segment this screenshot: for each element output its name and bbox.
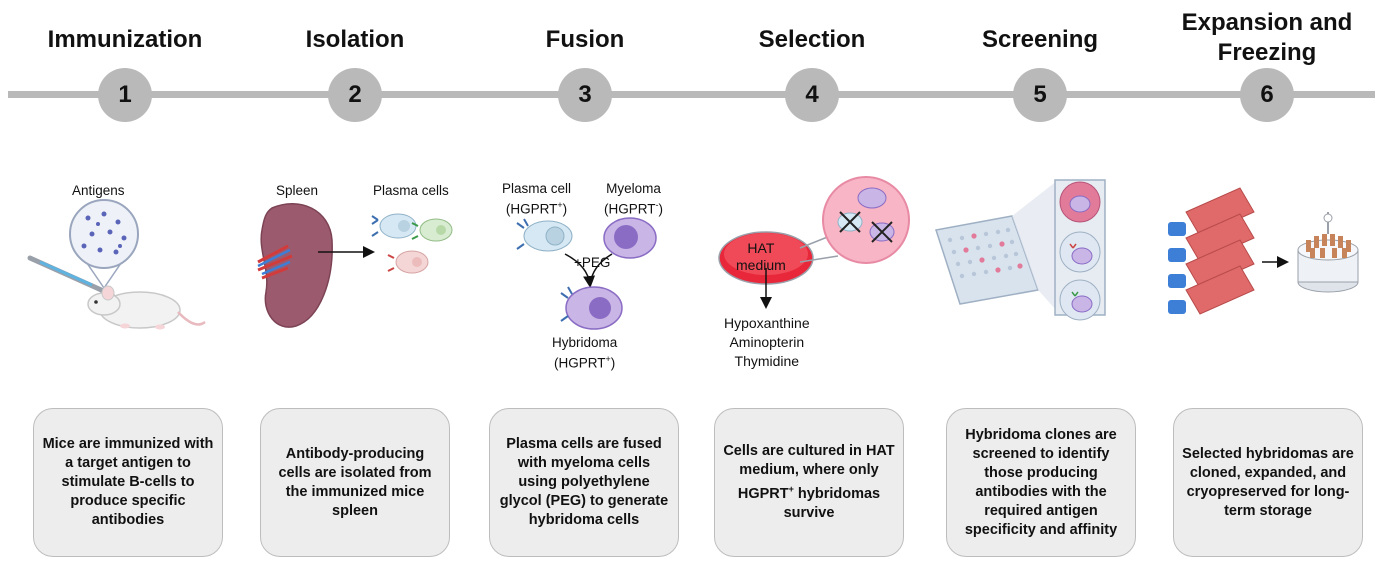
culture-flasks-icon bbox=[1168, 187, 1255, 315]
step-3-number: 3 bbox=[558, 68, 612, 122]
selection-magnified-bubble bbox=[822, 176, 910, 264]
hat-components-list: Hypoxanthine Aminopterin Thymidine bbox=[724, 314, 810, 371]
mouse-icon bbox=[87, 285, 206, 330]
fusion-hybridoma-label: Hybridoma (HGPRT+) bbox=[552, 335, 618, 371]
well-plate-icon bbox=[935, 215, 1039, 305]
step-1-description: Mice are immunized with a target antigen… bbox=[33, 408, 223, 557]
plasma-cells-icon bbox=[371, 213, 453, 274]
fusion-arrow-right bbox=[589, 253, 613, 286]
hat-component-hypoxanthine: Hypoxanthine bbox=[724, 315, 810, 331]
cryo-rack-icon bbox=[1297, 212, 1359, 293]
fusion-arrow-left bbox=[564, 253, 596, 288]
fusion-myeloma-label: Myeloma (HGPRT-) bbox=[604, 181, 664, 217]
peg-label: +PEG bbox=[574, 255, 611, 270]
step-1-title: Immunization bbox=[47, 26, 203, 53]
hat-component-thymidine: Thymidine bbox=[734, 353, 800, 369]
step-1-number: 1 bbox=[98, 68, 152, 122]
step-5-title: Screening bbox=[981, 26, 1099, 53]
spleen-label: Spleen bbox=[276, 183, 319, 198]
fusion-plasma-label: Plasma cell (HGPRT+) bbox=[502, 181, 572, 217]
spleen-icon bbox=[257, 203, 333, 328]
myeloma-cell-icon bbox=[603, 217, 657, 259]
step-6-number: 6 bbox=[1240, 68, 1294, 122]
antigens-label: Antigens bbox=[72, 183, 125, 198]
timeline-bar bbox=[8, 91, 1375, 98]
hat-dish-label: HAT medium bbox=[736, 240, 786, 273]
screening-wells-panel bbox=[1054, 179, 1106, 321]
screening-projection bbox=[1012, 180, 1058, 312]
plasma-cells-label: Plasma cells bbox=[373, 183, 449, 198]
step-6-title-line1: Expansion and bbox=[1181, 9, 1353, 36]
step-5-description: Hybridoma clones are screened to identif… bbox=[946, 408, 1136, 557]
fusion-plasma-cell-icon bbox=[516, 218, 573, 252]
step-4-title: Selection bbox=[758, 26, 866, 53]
step-2-description: Antibody-producing cells are isolated fr… bbox=[260, 408, 450, 557]
step-2-number: 2 bbox=[328, 68, 382, 122]
step-3-description: Plasma cells are fused with myeloma cell… bbox=[489, 408, 679, 557]
antigen-bubble-icon bbox=[69, 199, 139, 289]
step-6-description: Selected hybridomas are cloned, expanded… bbox=[1173, 408, 1363, 557]
step-4-number: 4 bbox=[785, 68, 839, 122]
hybridoma-cell-icon bbox=[560, 286, 623, 330]
step-2-title: Isolation bbox=[305, 26, 405, 53]
hat-component-aminopterin: Aminopterin bbox=[729, 334, 805, 350]
step-6-title-line2: Freezing bbox=[1217, 39, 1317, 66]
step-6-title: Expansion and Freezing bbox=[1157, 8, 1377, 68]
step-5-number: 5 bbox=[1013, 68, 1067, 122]
hat-dish-icon bbox=[718, 231, 814, 285]
step-3-title: Fusion bbox=[545, 26, 625, 53]
step-4-description: Cells are cultured in HAT medium, where … bbox=[714, 408, 904, 557]
